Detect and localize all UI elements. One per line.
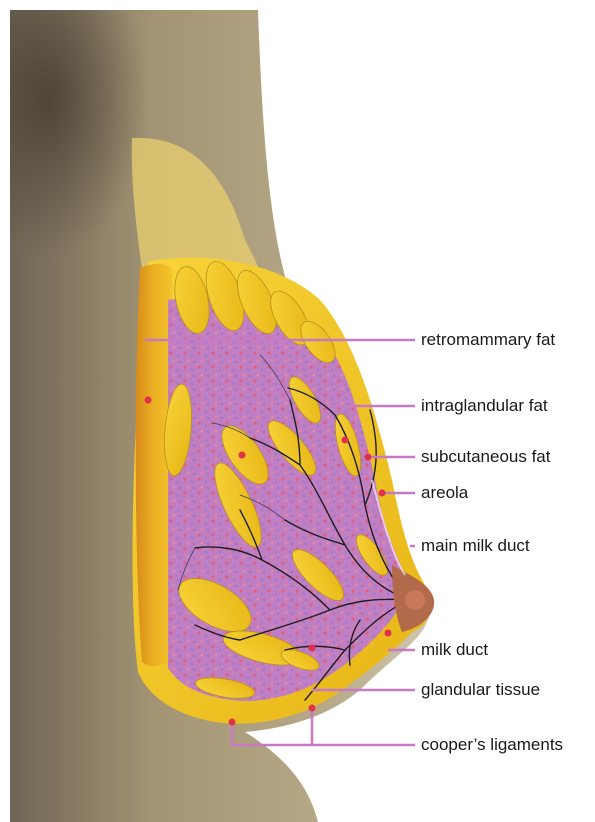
label-subcutaneous-fat: subcutaneous fat bbox=[421, 447, 550, 467]
marker-dot bbox=[309, 705, 316, 712]
marker-dot bbox=[365, 454, 372, 461]
marker-dot bbox=[309, 645, 316, 652]
label-milk-duct: milk duct bbox=[421, 640, 488, 660]
marker-dot bbox=[239, 452, 246, 459]
marker-dot bbox=[379, 490, 386, 497]
marker-dot bbox=[229, 719, 236, 726]
marker-dot bbox=[145, 397, 152, 404]
label-intraglandular-fat: intraglandular fat bbox=[421, 396, 548, 416]
glandular-tissue-region bbox=[168, 297, 407, 701]
label-areola: areola bbox=[421, 483, 468, 503]
label-glandular-tissue: glandular tissue bbox=[421, 680, 540, 700]
nipple bbox=[405, 590, 425, 610]
label-coopers-ligaments: cooper’s ligaments bbox=[421, 735, 563, 755]
label-retromammary-fat: retromammary fat bbox=[421, 330, 555, 350]
marker-dot bbox=[342, 437, 349, 444]
marker-dot bbox=[385, 630, 392, 637]
label-main-milk-duct: main milk duct bbox=[421, 536, 530, 556]
